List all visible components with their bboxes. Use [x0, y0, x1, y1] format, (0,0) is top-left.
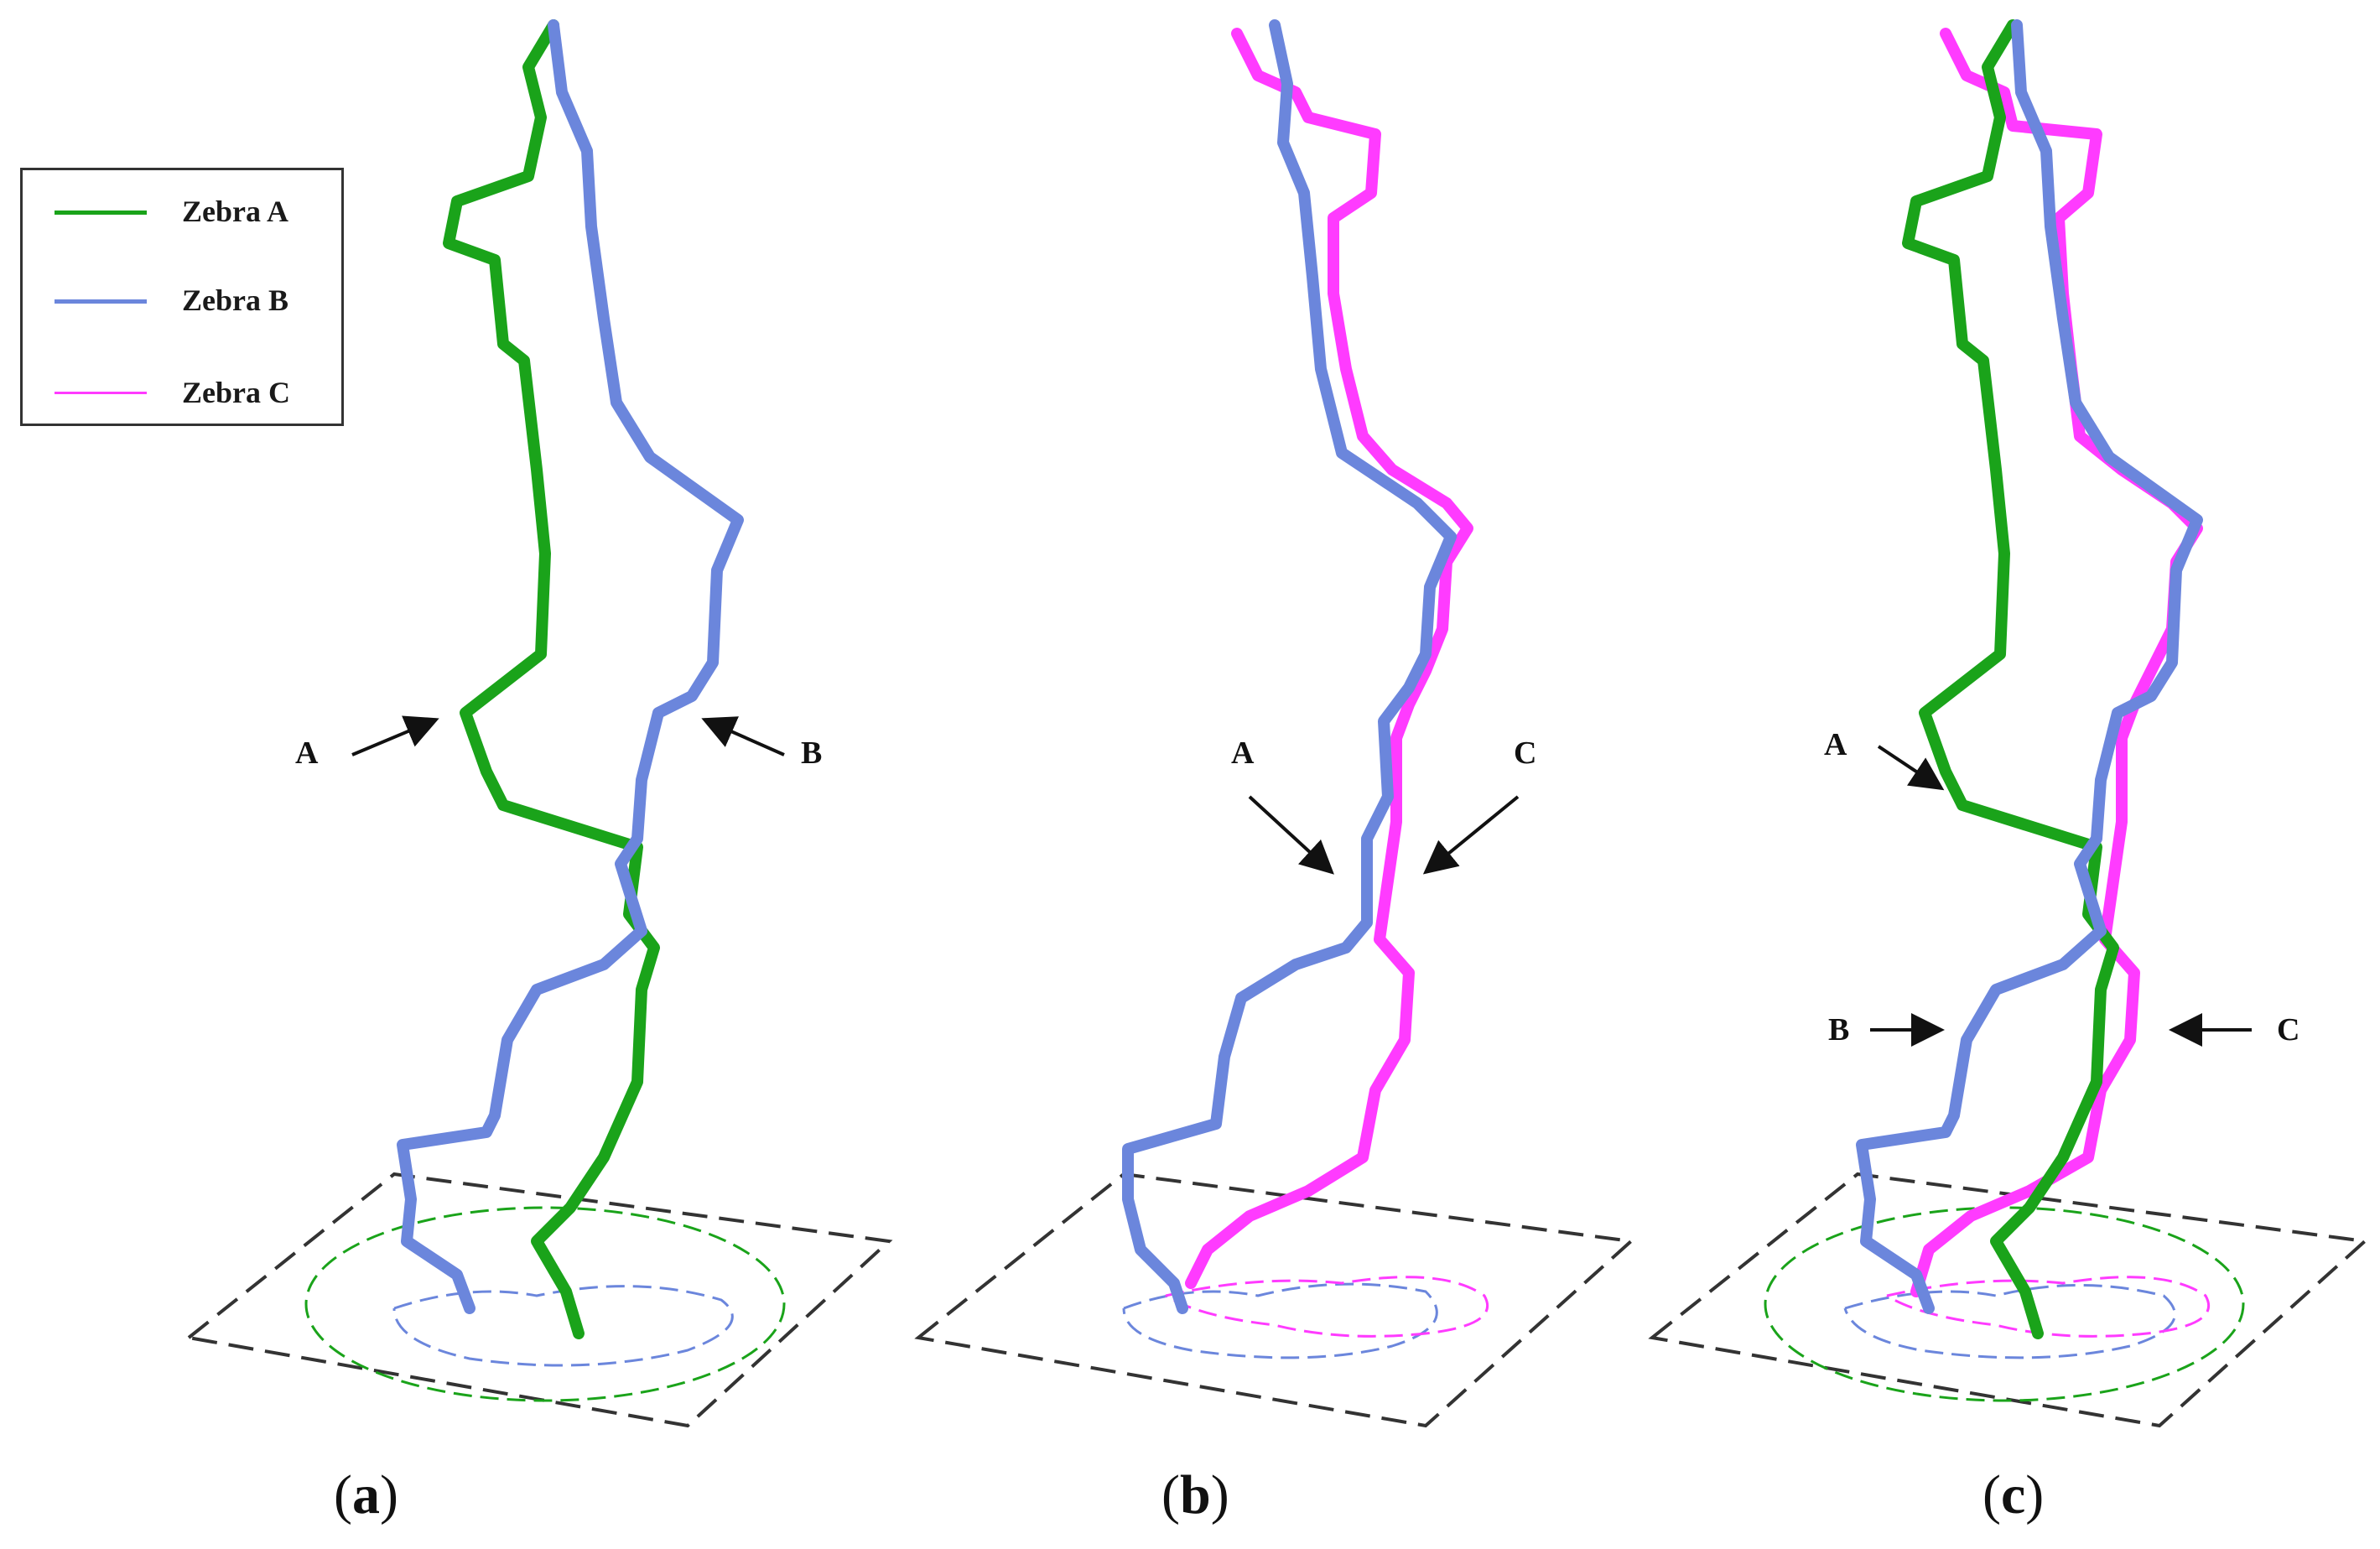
floor-shadow-a [1764, 1206, 2245, 1402]
floor-shadow-b [1843, 1284, 2176, 1359]
floor-plane [1648, 1172, 2369, 1428]
arrow-label-a: A [295, 736, 319, 771]
legend-item-zebra-c: Zebra C [23, 368, 341, 418]
legend: Zebra A Zebra B Zebra C [20, 168, 344, 426]
floor-plane [914, 1172, 1635, 1428]
trajectory-zebra-b [1856, 19, 2203, 1314]
panel-a [184, 19, 893, 1428]
legend-swatch-zebra-c [55, 392, 147, 394]
arrow-pointer-a [351, 715, 439, 756]
legend-swatch-zebra-a [55, 211, 147, 215]
trajectory-zebra-a [1902, 19, 2119, 1339]
legend-label: Zebra C [182, 376, 290, 409]
arrow-label-b: B [1828, 1012, 1850, 1047]
panel-caption-b: (b) [1161, 1464, 1229, 1526]
floor-shadow-a [304, 1206, 786, 1402]
legend-item-zebra-a: Zebra A [23, 187, 341, 237]
panel-caption-letter: b [1179, 1464, 1211, 1526]
panel-c [1648, 19, 2369, 1428]
arrow-pointer-b [701, 716, 785, 756]
floor-shadow-b [392, 1285, 734, 1367]
arrow-pointer-c [1422, 795, 1520, 875]
panel-caption-a: (a) [334, 1464, 398, 1526]
panel-b [914, 19, 1635, 1428]
trajectory-zebra-b [1122, 19, 1457, 1314]
floor-plane [184, 1172, 893, 1428]
floor-shadow-b [1122, 1282, 1438, 1359]
arrow-label-a: A [1824, 727, 1847, 762]
legend-label: Zebra A [182, 195, 289, 228]
arrow-pointer-a [1877, 745, 1945, 791]
trajectory-zebra-b [397, 19, 744, 1314]
legend-item-zebra-b: Zebra B [23, 276, 341, 326]
panel-caption-letter: a [351, 1464, 380, 1526]
panel-caption-letter: c [2000, 1464, 2026, 1526]
arrow-label-b: B [801, 736, 823, 771]
arrow-pointer-a [1248, 795, 1334, 875]
legend-swatch-zebra-b [55, 299, 147, 304]
arrow-label-c: C [2277, 1012, 2300, 1047]
legend-label: Zebra B [182, 283, 289, 317]
floor-shadow-c [1165, 1276, 1489, 1338]
arrow-label-a: A [1231, 736, 1255, 771]
panel-caption-c: (c) [1982, 1464, 2045, 1526]
trajectory-zebra-c [1185, 28, 1473, 1289]
arrow-label-c: C [1514, 736, 1537, 771]
trajectory-zebra-a [443, 19, 660, 1339]
